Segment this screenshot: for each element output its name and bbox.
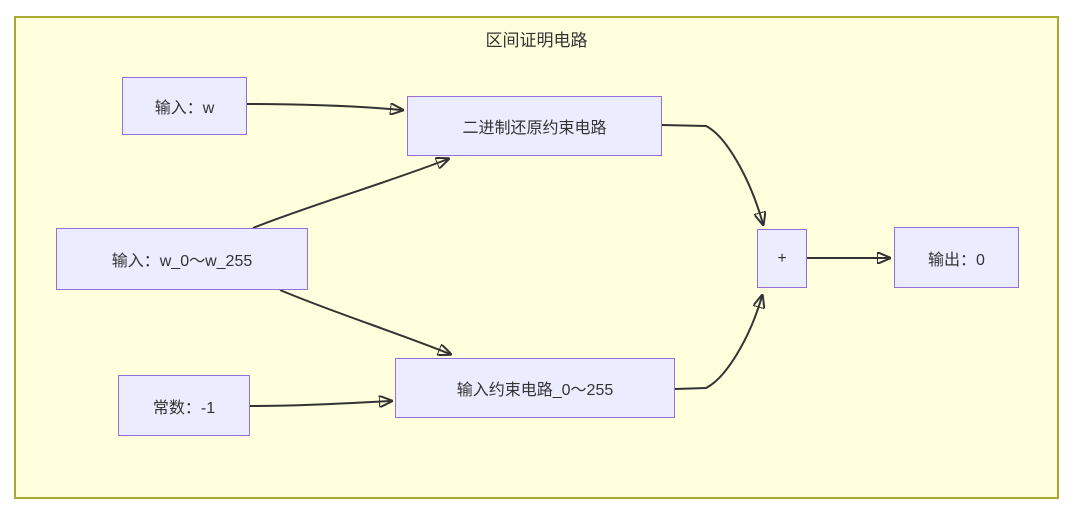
node-constant-minus-1: 常数：-1 xyxy=(118,375,250,436)
node-output-0: 输出：0 xyxy=(894,227,1019,288)
node-binary-restore-constraint-circuit: 二进制还原约束电路 xyxy=(407,96,662,156)
node-input-constraint-circuit-range: 输入约束电路_0～255 xyxy=(395,358,675,418)
node-plus: + xyxy=(757,229,807,288)
node-input-w: 输入：w xyxy=(122,77,247,135)
node-input-w-range: 输入：w_0～w_255 xyxy=(56,228,308,290)
cluster-title: 区间证明电路 xyxy=(485,31,588,50)
